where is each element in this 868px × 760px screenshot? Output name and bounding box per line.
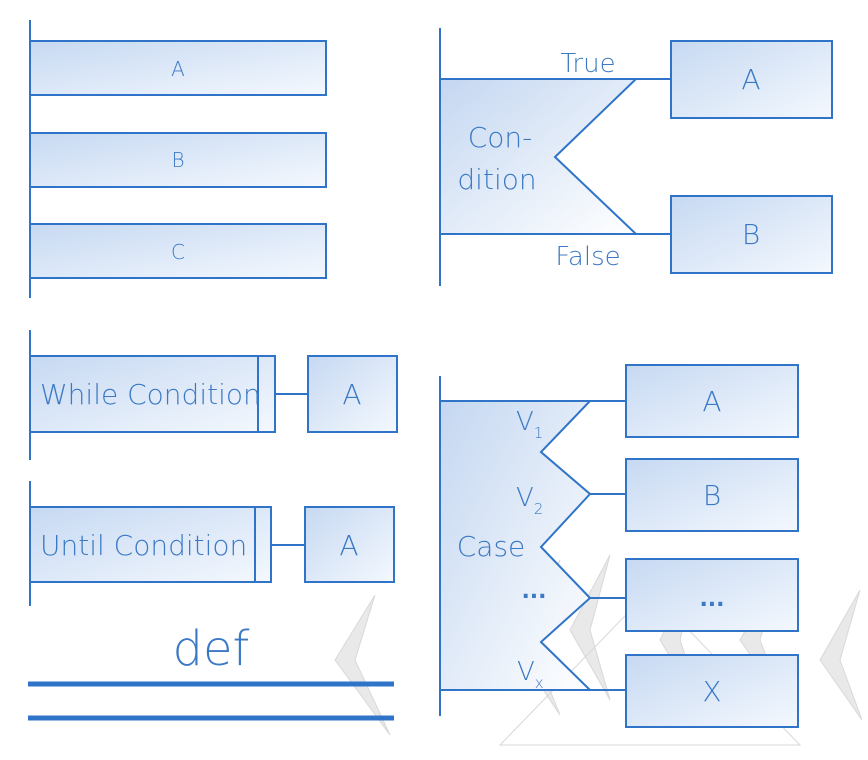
until-loop-structure: Until Condition A (29, 481, 395, 606)
false-block: B (670, 195, 833, 274)
true-block: A (670, 40, 833, 119)
sequence-block-label: A (171, 57, 185, 81)
if-else-structure: Con- dition True False A B (439, 28, 833, 286)
case-block-label: ... (699, 587, 724, 612)
sequence-block-a: A (29, 40, 327, 96)
until-condition-box (29, 506, 272, 583)
sequence-block-label: B (171, 148, 184, 172)
sequence-block-b: B (29, 132, 327, 188)
case-block-label: X (702, 675, 721, 708)
while-condition-label: While Condition (40, 378, 261, 411)
true-block-label: A (741, 63, 760, 96)
case-structure: Case V1 V2 ... Vx A B ... X (439, 364, 799, 728)
case-block-x: X (625, 654, 799, 728)
sequence-block-label: C (171, 240, 185, 264)
case-label: Case (457, 530, 526, 563)
while-condition-box (29, 355, 276, 433)
case-block-label: A (702, 385, 721, 418)
while-body-label: A (342, 378, 361, 411)
condition-text-line2: dition (457, 163, 536, 196)
condition-shape (439, 78, 639, 235)
case-value-2: V2 (516, 483, 543, 518)
case-block-ellipsis: ... (625, 558, 799, 632)
def-structure: def (28, 621, 394, 721)
case-block-b: B (625, 458, 799, 532)
false-label: False (555, 242, 620, 272)
false-block-label: B (742, 218, 760, 251)
case-block-a: A (625, 364, 799, 438)
sequence-block-c: C (29, 223, 327, 279)
true-label: True (560, 49, 615, 79)
case-block-label: B (703, 479, 721, 512)
while-body-box (307, 355, 398, 433)
case-value-ellipsis: ... (521, 579, 546, 604)
while-loop-structure: While Condition A (29, 330, 398, 460)
until-body-box (304, 506, 395, 583)
def-label: def (173, 621, 250, 677)
until-condition-label: Until Condition (40, 529, 247, 562)
case-value-1: V1 (516, 407, 543, 442)
case-value-x: Vx (517, 657, 544, 692)
condition-text-line1: Con- (468, 121, 533, 154)
case-shape (439, 400, 593, 691)
sequence-structure: A B C (29, 20, 327, 298)
until-body-label: A (339, 529, 358, 562)
